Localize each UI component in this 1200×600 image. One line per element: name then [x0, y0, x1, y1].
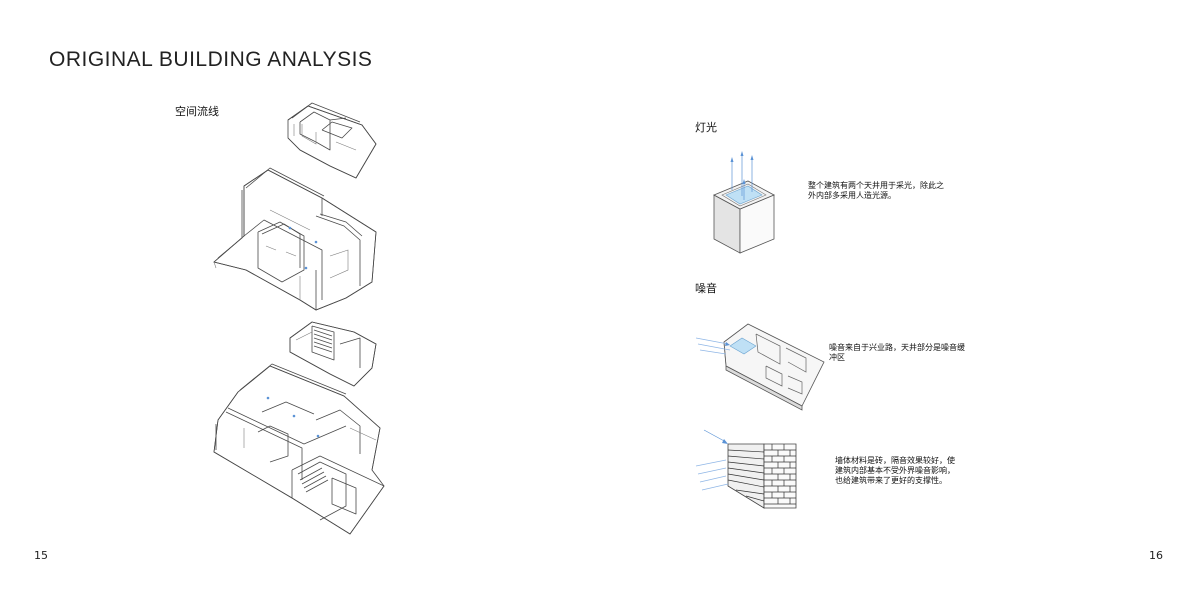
lighting-skylight-diagram [713, 151, 775, 254]
page-number-left: 15 [34, 549, 48, 562]
right-page: 灯光 整个建筑有两个天井用于采光，除此之 外内部多采用人造光源。 噪音 噪音来自… [600, 0, 1200, 600]
brick-wall-diagram [695, 429, 797, 509]
circulation-label: 空间流线 [175, 105, 219, 118]
noise-label: 噪音 [695, 282, 717, 295]
wall-description: 墙体材料是砖，隔音效果较好，使 建筑内部基本不受外界噪音影响， 也给建筑带来了更… [835, 456, 955, 485]
stair-core-sketch [289, 321, 377, 387]
exploded-axonometric-drawing [213, 102, 385, 535]
second-floor-sketch [213, 167, 377, 311]
roof-level-sketch [287, 102, 377, 179]
lighting-label: 灯光 [695, 121, 717, 134]
noise-description: 噪音来自于兴业路，天井部分是噪音缓 冲区 [829, 343, 965, 362]
left-page: ORIGINAL BUILDING ANALYSIS 空间流线 [34, 48, 385, 562]
lighting-description: 整个建筑有两个天井用于采光，除此之 外内部多采用人造光源。 [808, 181, 944, 200]
ground-floor-sketch [213, 363, 385, 535]
page-title: ORIGINAL BUILDING ANALYSIS [49, 48, 373, 71]
page-number-right: 16 [1149, 549, 1163, 562]
noise-floorplan-diagram [695, 323, 825, 411]
